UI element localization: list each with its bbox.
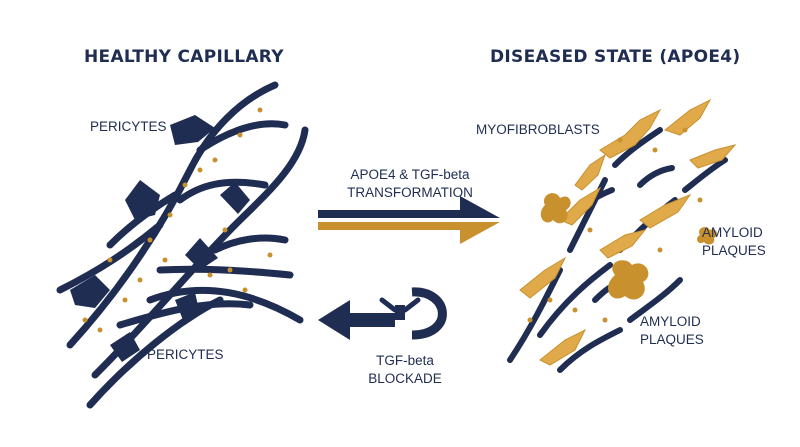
antibody-icon xyxy=(395,305,405,320)
myofibroblast-cell xyxy=(539,328,587,366)
amyloid-label-bottom-line1: AMYLOID xyxy=(640,314,701,329)
pericyte-cells xyxy=(70,115,250,362)
diseased-heading: DISEASED STATE (APOE4) xyxy=(490,47,741,67)
transformation-arrow xyxy=(318,196,500,244)
broken-vessel xyxy=(612,127,663,168)
amyloid-plaques xyxy=(540,193,717,300)
pericyte-cell xyxy=(70,275,110,308)
antibody-arm xyxy=(379,297,421,313)
transformation-caption-line2: TRANSFORMATION xyxy=(347,185,473,200)
healthy-heading: HEALTHY CAPILLARY xyxy=(84,47,284,67)
transformation-arrow-gold xyxy=(318,222,500,244)
broken-vessel xyxy=(567,177,608,253)
myofibroblast-cell xyxy=(519,256,567,299)
healthy-capillary-network xyxy=(56,81,309,409)
blockade-caption-line2: BLOCKADE xyxy=(368,371,442,386)
amyloid-label-right-line2: PLAQUES xyxy=(702,243,766,258)
myofibroblast-cell xyxy=(599,108,662,159)
pericyte-cell xyxy=(175,292,200,325)
amyloid-label-right-line1: AMYLOID xyxy=(702,225,763,240)
blockade-arrow xyxy=(318,287,447,340)
myofibroblast-cell xyxy=(559,186,602,226)
broken-vessel xyxy=(507,267,563,363)
broken-vessel xyxy=(537,262,613,338)
amyloid-plaque xyxy=(540,193,571,224)
myofibroblast-cell xyxy=(689,144,737,169)
capillary-vessel xyxy=(146,286,304,324)
transformation-arrow-navy xyxy=(318,196,500,218)
capillary-vessel xyxy=(176,178,269,204)
blockade-caption-line1: TGF-beta xyxy=(376,353,434,368)
pericyte-cell xyxy=(220,182,250,214)
healthy-dots xyxy=(82,107,273,333)
broken-vessel xyxy=(557,327,623,373)
pericytes-label-top: PERICYTES xyxy=(90,119,167,134)
capillary-vessel xyxy=(196,120,289,154)
myofibroblast-cell xyxy=(663,98,712,136)
amyloid-plaque xyxy=(608,260,649,300)
receptor-hook xyxy=(411,287,447,340)
blockade-arrow-shape xyxy=(318,300,395,340)
amyloid-label-right: AMYLOID PLAQUES xyxy=(702,224,766,260)
capillary-vessel xyxy=(211,234,289,254)
capillary-vessel xyxy=(156,265,294,279)
capillary-vessel xyxy=(66,81,279,349)
transformation-caption-line1: APOE4 & TGF-beta xyxy=(350,167,470,182)
capillary-vessel xyxy=(56,221,164,294)
amyloid-label-bottom: AMYLOID PLAQUES xyxy=(640,313,704,349)
capillary-vessel xyxy=(91,126,309,379)
myofibroblast-cell xyxy=(574,153,606,191)
blockade-caption: TGF-beta BLOCKADE xyxy=(355,352,455,388)
myofibroblasts-label: MYOFIBROBLASTS xyxy=(476,122,600,137)
pericyte-cell xyxy=(185,238,218,270)
myofibroblast-cells xyxy=(519,98,737,366)
amyloid-plaque xyxy=(697,227,717,245)
pericyte-cell xyxy=(170,115,215,145)
amyloid-label-bottom-line2: PLAQUES xyxy=(640,332,704,347)
myofibroblast-cell xyxy=(599,229,647,259)
broken-vessel xyxy=(682,157,728,193)
myofibroblast-cell xyxy=(639,193,692,229)
broken-vessel xyxy=(627,277,683,323)
pericyte-cell xyxy=(125,180,160,220)
pericytes-label-bottom: PERICYTES xyxy=(147,347,224,362)
transformation-caption: APOE4 & TGF-beta TRANSFORMATION xyxy=(320,166,500,202)
broken-vessel xyxy=(637,165,675,188)
pericyte-cell xyxy=(110,332,140,362)
diseased-dots xyxy=(527,127,703,323)
